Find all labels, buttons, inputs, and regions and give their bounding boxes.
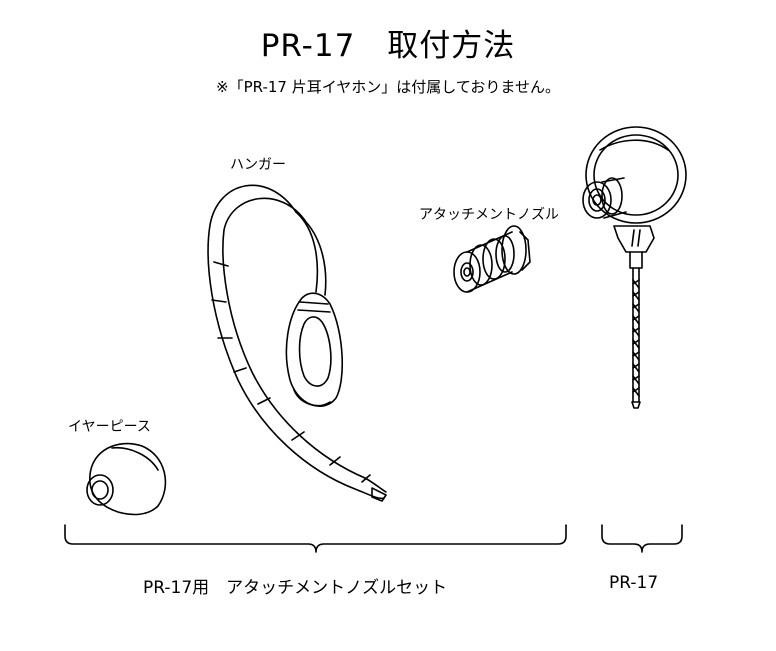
label-eartip: イヤーピース <box>68 419 151 435</box>
bracket-set <box>64 524 567 553</box>
label-nozzle: アタッチメントノズル <box>419 207 559 223</box>
label-set: PR-17用 アタッチメントノズルセット <box>143 578 448 598</box>
nozzle-illustration <box>453 225 531 293</box>
pr17-earphone-illustration <box>582 126 687 409</box>
hanger-illustration <box>207 184 387 502</box>
note-text: ※「PR-17 片耳イヤホン」は付属しておりません。 <box>216 78 560 96</box>
eartip-illustration <box>86 442 167 516</box>
bracket-product <box>601 524 683 553</box>
page-title: PR-17 取付方法 <box>260 28 516 64</box>
label-product: PR-17 <box>609 573 659 593</box>
label-hanger: ハンガー <box>230 157 286 173</box>
